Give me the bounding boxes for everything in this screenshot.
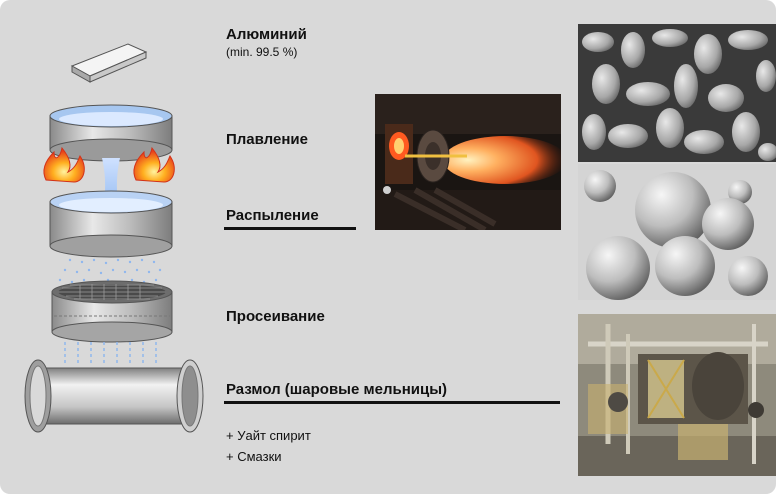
step-aluminium-label: Алюминий [226, 26, 307, 43]
aluminium-ingot-icon [70, 43, 148, 83]
step-melting-label: Плавление [226, 131, 308, 148]
sieve-output [64, 342, 157, 366]
additive-lubricants: + Смазки [226, 449, 282, 464]
sem-spherical-particles-photo [578, 164, 776, 300]
atomization-furnace-photo [375, 94, 561, 230]
sem-flake-particles-photo [578, 24, 776, 162]
atomizer-icon [49, 190, 173, 258]
powder-spray [58, 258, 162, 285]
process-diagram [24, 43, 204, 433]
ball-mill-icon [24, 359, 204, 433]
additive-white-spirit: + Уайт спирит [226, 428, 311, 443]
flame-icon [133, 146, 175, 183]
sieve-icon [51, 280, 173, 343]
step-milling-label: Размол (шаровые мельницы) [226, 381, 448, 398]
flame-icon [43, 146, 85, 183]
atomizing-underline [224, 227, 356, 230]
step-atomizing-label: Распыление [226, 207, 319, 224]
aluminium-purity-label: (min. 99.5 %) [226, 45, 298, 59]
step-sieving-label: Просеивание [226, 308, 325, 325]
ball-mill-plant-photo [578, 314, 776, 476]
milling-underline [224, 401, 560, 404]
